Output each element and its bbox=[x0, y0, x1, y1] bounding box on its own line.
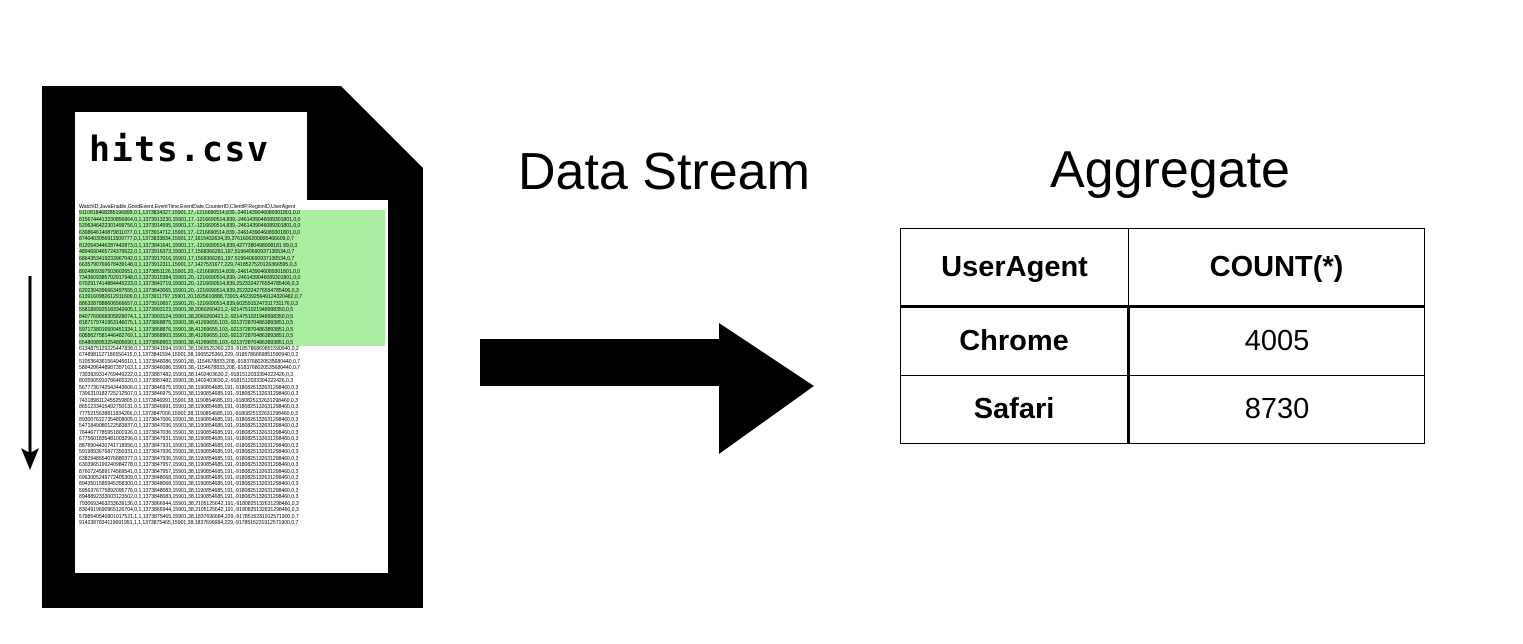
csv-header-line: WatchID,JavaEnable,GoodEvent,EventTime,E… bbox=[79, 204, 296, 210]
document-page-body: WatchID,JavaEnable,GoodEvent,EventTime,E… bbox=[75, 200, 388, 573]
csv-data-line: 5105364361564945610,1,1,1373846086,15901… bbox=[79, 358, 301, 365]
csv-data-line: 8863287888606566657,0,1,1373910657,15901… bbox=[79, 300, 385, 308]
cell-useragent: Chrome bbox=[900, 306, 1130, 376]
csv-data-line: 6058627581446482769,1,1,1373868903,15901… bbox=[79, 333, 385, 340]
csv-data-line: 6382948654076880377,0,1,1373847936,15901… bbox=[79, 455, 299, 462]
table-row: Safari 8730 bbox=[900, 375, 1425, 444]
csv-data-line: 5894206448987357163,1,1,1373846086,15901… bbox=[79, 365, 301, 372]
csv-data-line: 7303939314769449222,0,1,1373887482,15901… bbox=[79, 371, 294, 378]
csv-data-line: 7930693463233639136,0,1,1373866944,15901… bbox=[79, 500, 299, 507]
csv-data-line: 6635790769678439148,0,1,1373912311,15901… bbox=[79, 262, 385, 269]
csv-data-line: 8187179741953146075,1,1,1373868875,15901… bbox=[79, 320, 385, 327]
csv-data-line: 6548098953254805690,1,1,1373868903,15901… bbox=[79, 339, 385, 346]
csv-text-block: WatchID,JavaEnable,GoodEvent,EventTime,E… bbox=[79, 204, 385, 527]
csv-data-line: 8035905910786465320,0,1,1373887482,15901… bbox=[79, 378, 294, 385]
csv-data-line: 5919893676877350331,0,1,1373847936,15901… bbox=[79, 449, 299, 456]
document-filename: hits.csv bbox=[89, 130, 270, 170]
csv-data-line: 5798540546801017521,1,1,1373875465,15901… bbox=[79, 513, 299, 520]
csv-data-line: 6963005249772405309,0,1,1373848068,15901… bbox=[79, 475, 299, 482]
cell-count: 4005 bbox=[1128, 306, 1425, 376]
label-data-stream: Data Stream bbox=[518, 143, 810, 201]
csv-data-line: 8948892333003123502,0,1,1373848083,15901… bbox=[79, 494, 299, 501]
table-row: Chrome 4005 bbox=[900, 306, 1425, 376]
csv-data-line: 8878904430741718956,0,1,1373847931,15901… bbox=[79, 442, 299, 449]
csv-data-line: 5971738016500451334,1,1,1373868876,15901… bbox=[79, 326, 385, 334]
stream-direction-arrow-icon bbox=[12, 276, 48, 472]
csv-data-line: 6775601835481003296,0,1,1373847931,15901… bbox=[79, 436, 299, 443]
csv-data-line: 6303965199240984278,0,1,1373847957,15901… bbox=[79, 462, 299, 469]
csv-data-line: 5956376775892095776,0,1,1373848083,15901… bbox=[79, 487, 299, 494]
cell-count: 8730 bbox=[1128, 375, 1425, 444]
csv-data-line: 8740403056911509777,0,1,1373833834,15901… bbox=[79, 236, 385, 243]
csv-data-line: 8407760668305829074,1,1,1373903124,15901… bbox=[79, 313, 385, 321]
csv-data-line: 8930076227354809005,0,1,1373847006,15901… bbox=[79, 416, 299, 423]
right-arrow-icon bbox=[480, 323, 814, 454]
csv-data-line: 5677736742543443606,0,1,1373846975,15901… bbox=[79, 384, 299, 391]
csv-data-line: 6702917414884445223,0,1,1373842719,15901… bbox=[79, 281, 385, 288]
csv-data-line: 7431898112455259805,0,1,1373846991,15901… bbox=[79, 397, 298, 404]
csv-data-line: 7775215638811834266,0,1,1373847006,15901… bbox=[79, 410, 298, 417]
csv-data-line: 6139160982612911609,0,1,1373911797,15901… bbox=[79, 294, 385, 301]
csv-data-line: 8943501585945358300,0,1,1373848068,15901… bbox=[79, 481, 299, 488]
column-header-count: COUNT(*) bbox=[1128, 228, 1425, 308]
csv-data-line: 5471849080122583837,0,1,1373847036,15901… bbox=[79, 423, 299, 430]
csv-data-line: 6202304396663497555,0,1,1373843065,15901… bbox=[79, 287, 385, 295]
csv-data-line: 9142387834119691951,1,1,1373875465,15901… bbox=[79, 520, 299, 527]
cell-useragent: Safari bbox=[900, 375, 1130, 444]
label-aggregate: Aggregate bbox=[1050, 141, 1290, 199]
csv-data-line: 8120543446287442873,0,1,1373841641,15901… bbox=[79, 242, 385, 250]
csv-data-line: 8760724589174569541,0,1,1373847957,15901… bbox=[79, 468, 299, 475]
csv-data-line: 8304919690965126704,0,1,1373866944,15901… bbox=[79, 507, 299, 514]
csv-data-line: 8924809397503602651,0,1,1373851126,15901… bbox=[79, 268, 385, 275]
csv-data-line: 5581899925183342605,1,1,1373903123,15901… bbox=[79, 307, 385, 314]
csv-data-line: 5206346422301499756,0,1,1373914595,15901… bbox=[79, 223, 385, 230]
csv-data-line: 6134875129225447838,0,1,1373841594,15901… bbox=[79, 345, 299, 352]
document-page-top bbox=[75, 112, 307, 200]
column-header-useragent: UserAgent bbox=[900, 228, 1129, 308]
csv-data-line: 8156744413230856864,0,1,1373913230,15901… bbox=[79, 216, 385, 224]
csv-data-line: 8651233415492750131,0,1,1373846991,15901… bbox=[79, 404, 299, 411]
csv-document: WatchID,JavaEnable,GoodEvent,EventTime,E… bbox=[42, 86, 423, 608]
aggregate-result-table: UserAgent COUNT(*) Chrome 4005 Safari 87… bbox=[900, 228, 1425, 444]
csv-data-line: 6308646140879811077,0,1,1373914712,15901… bbox=[79, 229, 385, 237]
csv-data-line: 6864353419233967042,0,1,1373917016,15901… bbox=[79, 255, 385, 263]
csv-data-line: 9110818468285196899,0,1,1373834327,15901… bbox=[79, 210, 385, 217]
csv-data-line: 7644677785951801926,0,1,1373847036,15901… bbox=[79, 429, 299, 436]
csv-data-line: 4894690465724379622,0,1,1373916373,15901… bbox=[79, 249, 385, 256]
csv-data-line: 6748981127186556415,0,1,1373841594,15901… bbox=[79, 352, 299, 359]
csv-data-line: 7306310182725212507,0,1,1373846975,15901… bbox=[79, 391, 299, 398]
csv-data-line: 7343609385702917948,0,1,1373915384,15901… bbox=[79, 274, 385, 282]
table-header-row: UserAgent COUNT(*) bbox=[900, 228, 1425, 308]
